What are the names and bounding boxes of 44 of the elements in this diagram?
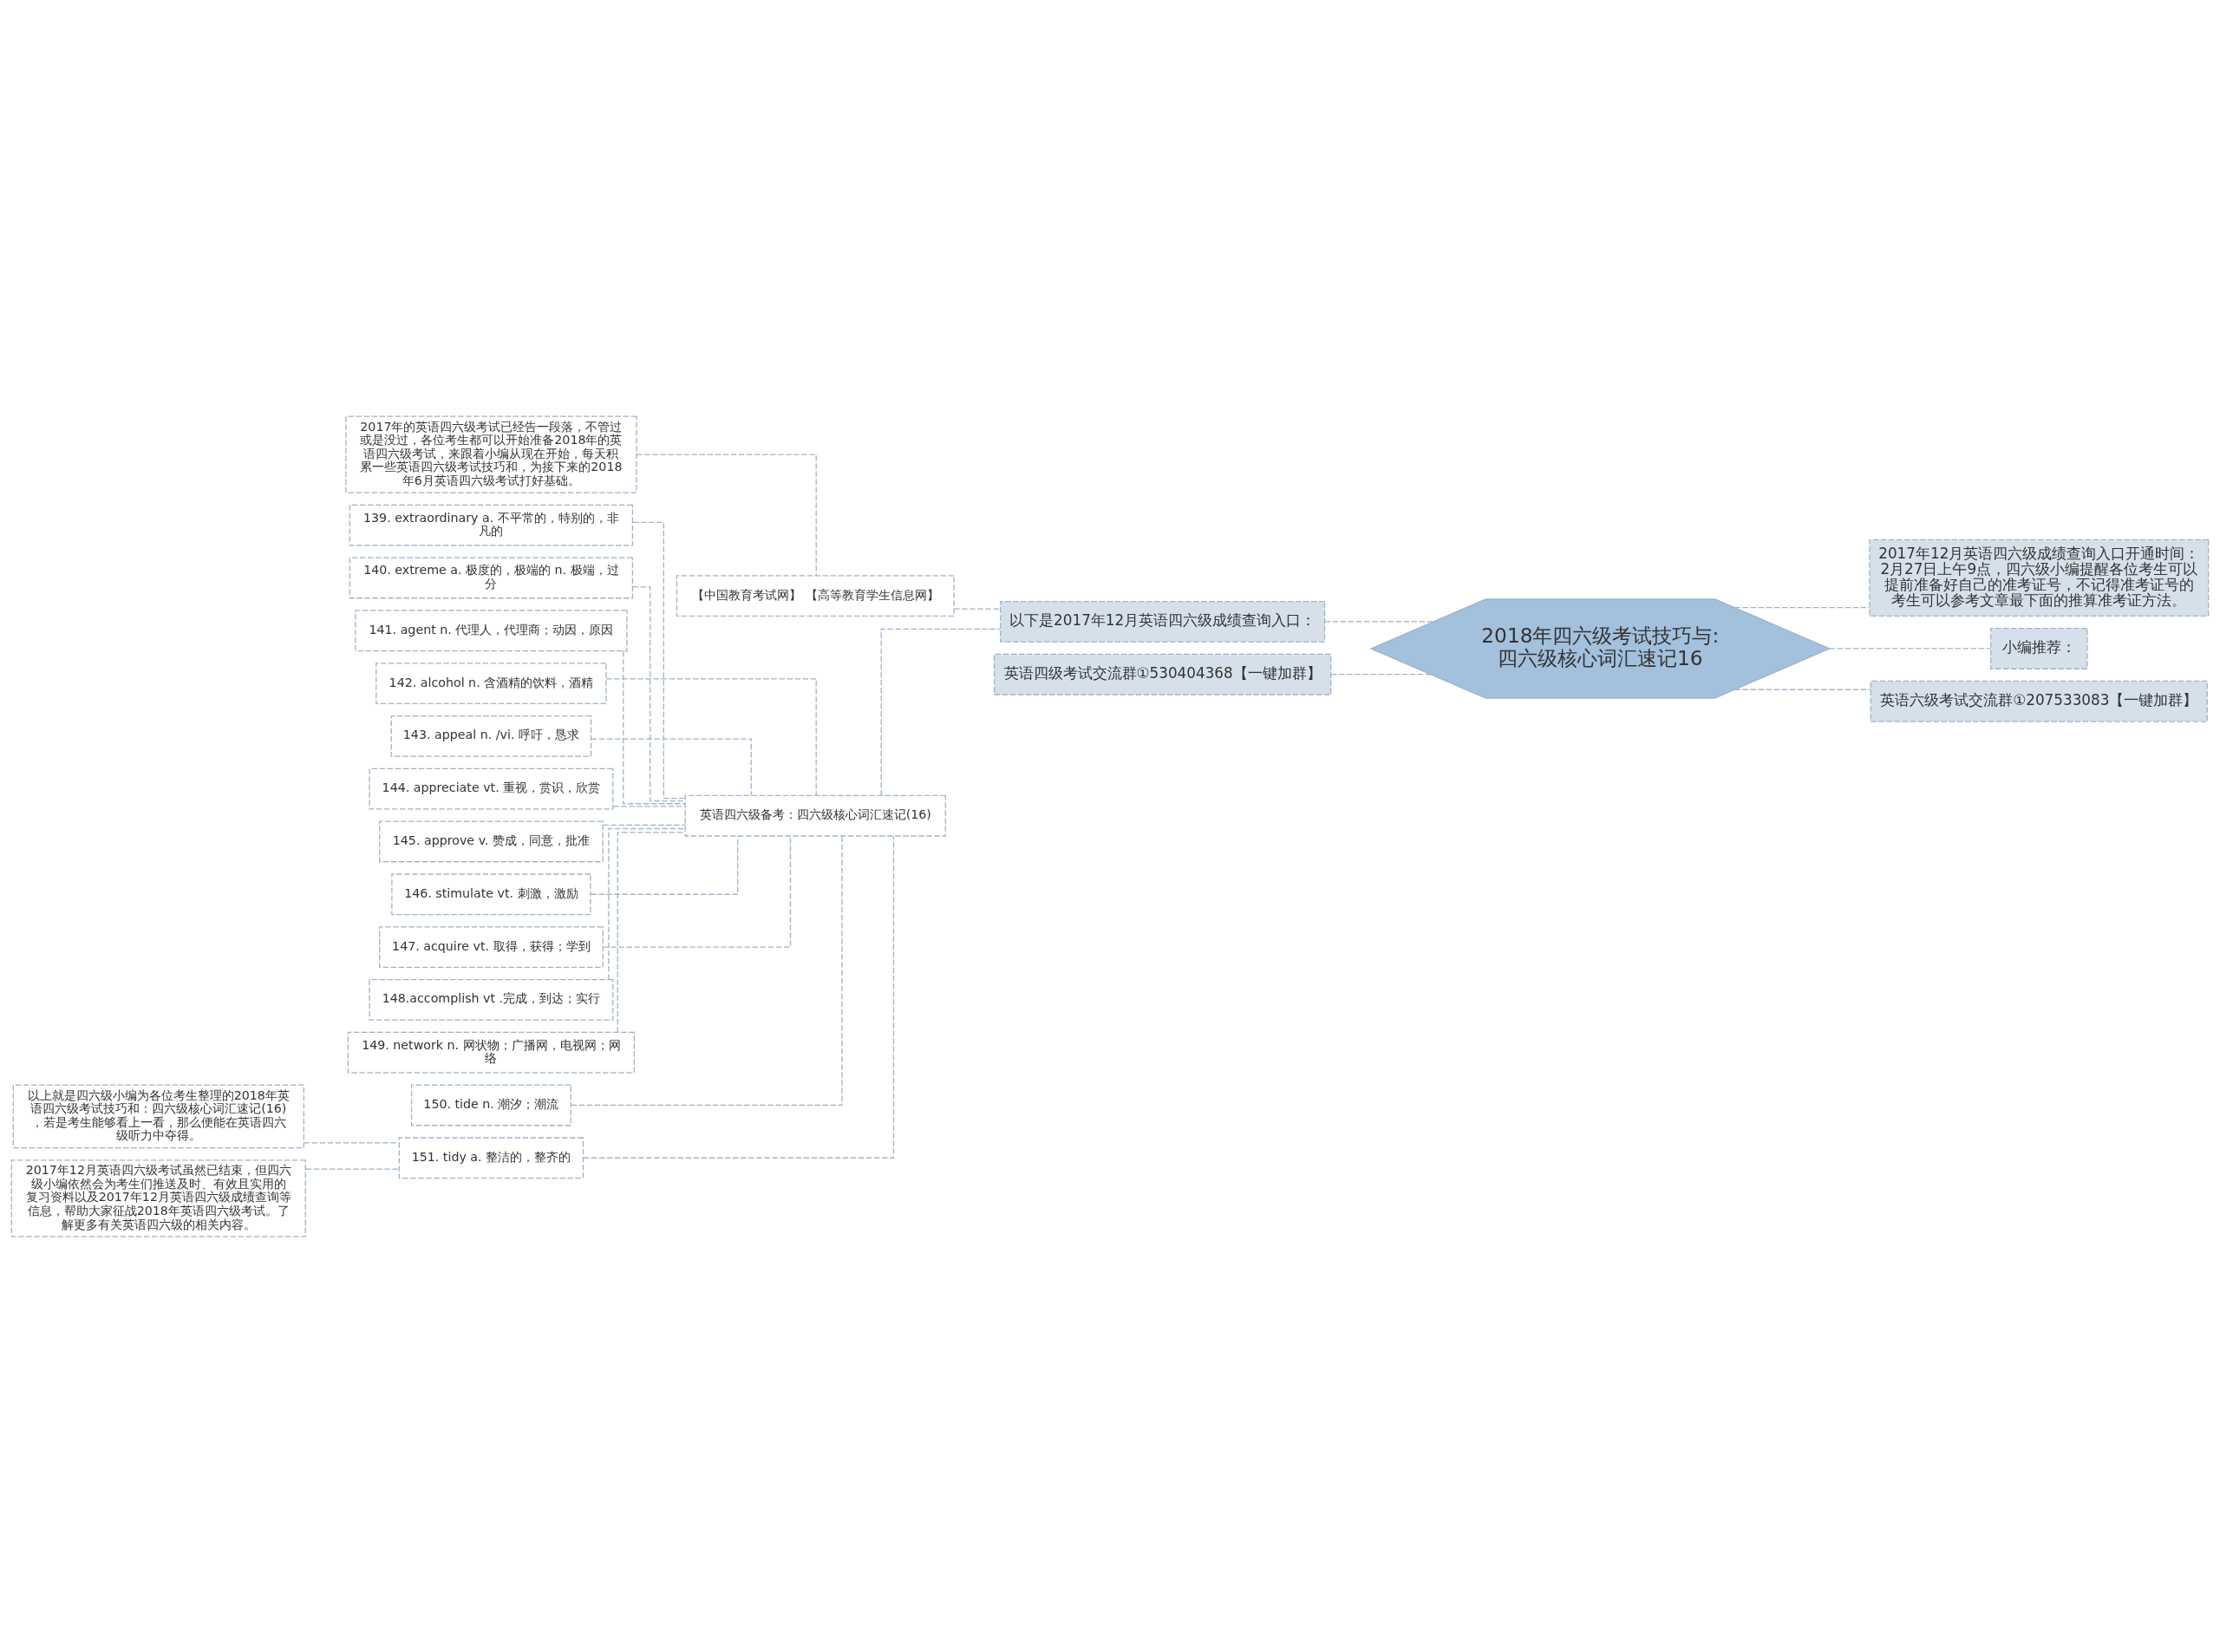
connector [617, 831, 686, 1033]
node-box: 150. tide n. 潮汐；潮流 [410, 1084, 571, 1126]
connector [953, 607, 1002, 610]
connector [1324, 620, 1434, 623]
node-box: 139. extraordinary a. 不平常的，特别的，非凡的 [349, 504, 634, 546]
node-box: 【中国教育考试网】 【高等教育学生信息网】 [676, 574, 955, 617]
node-box: 149. network n. 网状物；广播网，电视网；网络 [347, 1031, 635, 1074]
node-box: 145. approve v. 赞成，同意，批准 [379, 820, 604, 862]
node-box: 英语四六级备考：四六级核心词汇速记(16) [684, 794, 946, 837]
node-box: 142. alcohol n. 含酒精的饮料，酒精 [375, 662, 607, 704]
connector [880, 628, 1001, 796]
node-box: 小编推荐： [1990, 627, 2088, 669]
connector [1828, 647, 1992, 650]
node-box: 147. acquire vt. 取得，获得；学到 [379, 925, 604, 968]
connector [605, 677, 817, 796]
node-box: 143. appeal n. /vi. 呼吁，恳求 [390, 715, 592, 757]
node-box: 144. appreciate vt. 重视，赏识，欣赏 [369, 767, 614, 810]
connector [571, 835, 843, 1106]
node-box: 英语六级考试交流群①207533083【一键加群】 [1870, 680, 2208, 722]
node-box: 2017年的英语四六级考试已经告一段落，不管过或是没过，各位考生都可以开始准备2018年的英语四六级考试，来跟着小编从现在开始，每天积累一些英语四六级考试技巧和，为接下来的2018年6月英语四六级考试打好基础。 [345, 415, 637, 493]
connector [590, 834, 739, 895]
connector [631, 585, 686, 801]
node-box: 140. extreme a. 极度的，极端的 n. 极端，过分 [349, 557, 634, 598]
connector [602, 824, 686, 826]
connector [591, 737, 752, 796]
node-box: 148.accomplish vt .完成，到达；实行 [369, 978, 614, 1021]
connector [1734, 689, 1871, 690]
connector [1330, 673, 1432, 675]
node-box: 英语四级考试交流群①530404368【一键加群】 [993, 653, 1332, 695]
connector [608, 827, 686, 980]
node-box: 以下是2017年12月英语四六级成绩查询入口： [1000, 600, 1326, 643]
connector [612, 805, 686, 806]
node-box: 151. tidy a. 整洁的，整齐的 [398, 1136, 584, 1179]
connector [305, 1168, 400, 1170]
connector [623, 650, 686, 804]
node-box: 以上就是四六级小编为各位考生整理的2018年英语四六级考试技巧和：四六级核心词汇速记(16)，若是考生能够看上一看，那么便能在英语四六级听力中夺得。 [12, 1084, 304, 1148]
node-box: 2017年12月英语四六级成绩查询入口开通时间：2月27日上午9点，四六级小编提醒各位考生可以提前准备好自己的准考证号，不记得准考证号的考生可以参考文章最下面的推算准考证方法。 [1869, 539, 2210, 617]
node-box: 146. stimulate vt. 刺激，激励 [391, 872, 591, 915]
node-box: 141. agent n. 代理人，代理商；动因，原因 [355, 609, 628, 651]
connector [1734, 606, 1871, 608]
node-box: 2017年12月英语四六级考试虽然已结束，但四六级小编依然会为考生们推送及时、有效且实用的复习资料以及2017年12月英语四六级成绩查询等信息，帮助大家征战2018年英语四六级考试。了解更多有关英语四六级的相关内容。 [10, 1159, 306, 1237]
connector [583, 835, 895, 1159]
connector [303, 1141, 400, 1143]
connector [636, 454, 817, 576]
